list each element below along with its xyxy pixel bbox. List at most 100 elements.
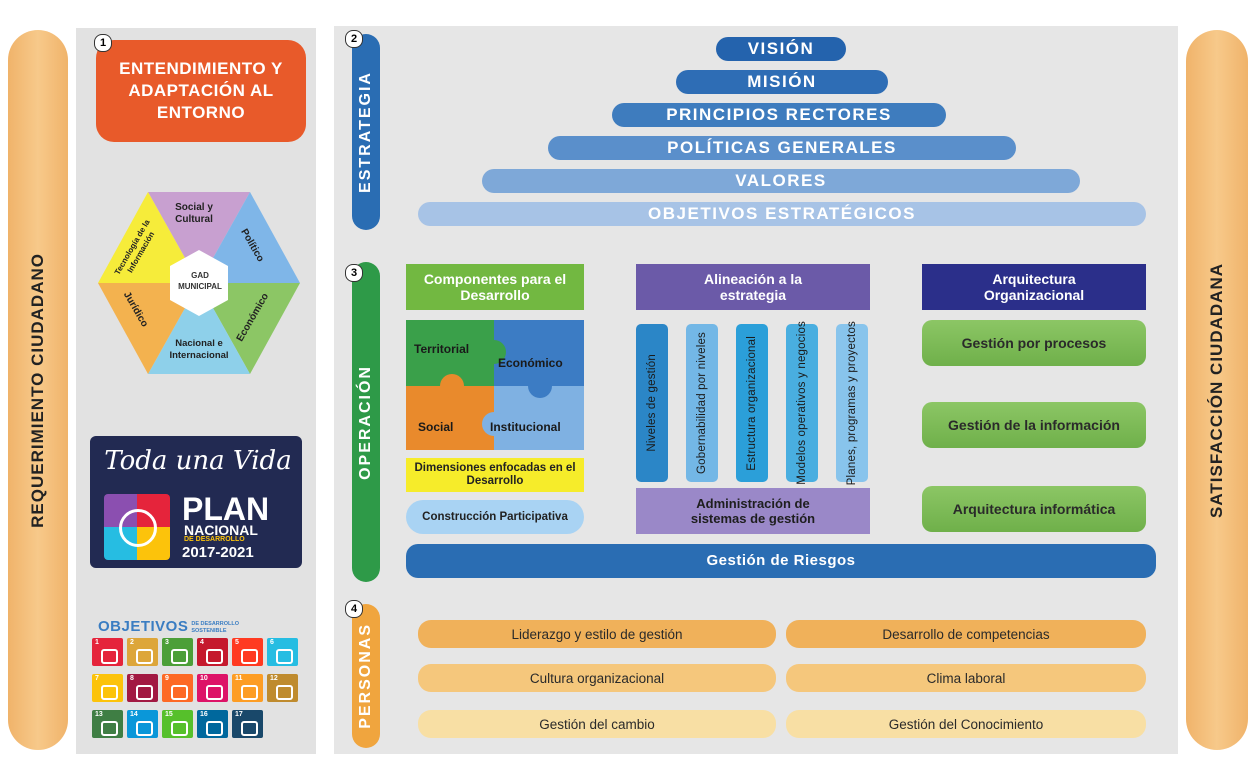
hex-label-social: Social y Cultural xyxy=(175,202,213,225)
ods-tile-7: 7 xyxy=(92,674,123,702)
estrategia-level-valores: VALORES xyxy=(482,169,1080,193)
ods-tile-number: 6 xyxy=(270,639,274,646)
ods-tile-12: 12 xyxy=(267,674,298,702)
estrategia-level-vision: VISIÓN xyxy=(716,37,846,61)
ods-tile-number: 3 xyxy=(165,639,169,646)
section-number-2: 2 xyxy=(345,30,363,48)
alineacion-col-5: Planes, programas y proyectos xyxy=(836,320,868,486)
puzzle-label-territorial: Territorial xyxy=(414,342,470,356)
operacion-bar: OPERACIÓN xyxy=(352,262,380,582)
plan-logo-ring xyxy=(119,509,157,547)
hex-segment-nacional xyxy=(148,283,250,374)
ods-tile-icon xyxy=(241,649,258,664)
ods-tile-8: 8 xyxy=(127,674,158,702)
hex-center-label: GAD MUNICIPAL xyxy=(178,271,222,291)
entorno-box: ENTENDIMIENTO Y ADAPTACIÓN AL ENTORNO xyxy=(96,40,306,142)
entorno-hexagon xyxy=(98,192,300,374)
puzzle-knob-4 xyxy=(482,412,506,436)
personas-competencias: Desarrollo de competencias xyxy=(786,620,1146,648)
ods-tile-number: 1 xyxy=(95,639,99,646)
ods-tile-4: 4 xyxy=(197,638,228,666)
section-number-1: 1 xyxy=(94,34,112,52)
arquitectura-item-informacion: Gestión de la información xyxy=(922,402,1146,448)
estrategia-level-objetivos: OBJETIVOS ESTRATÉGICOS xyxy=(418,202,1146,226)
personas-label: PERSONAS xyxy=(357,623,374,729)
ods-tile-icon xyxy=(136,685,153,700)
alineacion-col-4: Modelos operativos y negocios xyxy=(786,321,818,485)
estrategia-level-mision: MISIÓN xyxy=(676,70,888,94)
alineacion-col-1: Niveles de gestión xyxy=(636,324,668,482)
hex-segment-juridico xyxy=(98,283,199,374)
plan-logo-mosaic xyxy=(104,494,170,560)
ods-subtitle: DE DESARROLLO SOSTENIBLE xyxy=(191,621,240,634)
componentes-title: Componentes para el Desarrollo xyxy=(423,271,567,303)
hex-segment-tecnologia xyxy=(98,192,199,283)
ods-tile-icon xyxy=(241,721,258,736)
ods-tile-number: 9 xyxy=(165,675,169,682)
plan-word: PLAN xyxy=(182,491,270,527)
puzzle-label-economico: Económico xyxy=(498,356,563,370)
ods-tile-5: 5 xyxy=(232,638,263,666)
ods-tile-number: 14 xyxy=(130,711,138,718)
ods-tile-13: 13 xyxy=(92,710,123,738)
ods-tile-icon xyxy=(101,649,118,664)
ods-tile-icon xyxy=(101,685,118,700)
alineacion-col-2: Gobernabilidad por niveles xyxy=(686,324,718,482)
plan-slogan: Toda una Vida xyxy=(104,446,292,476)
ods-tile-number: 2 xyxy=(130,639,134,646)
puzzle-label-institucional: Institucional xyxy=(490,420,561,434)
ods-tile-3: 3 xyxy=(162,638,193,666)
hex-label-nacional: Nacional e Internacional xyxy=(169,338,229,361)
alineacion-col-2-label: Gobernabilidad por niveles xyxy=(696,331,708,474)
alineacion-col-5-label: Planes, programas y proyectos xyxy=(846,320,858,486)
ods-tile-icon xyxy=(171,721,188,736)
hex-segment-social xyxy=(148,192,250,283)
section-number-4: 4 xyxy=(345,600,363,618)
alineacion-title: Alineación a la estrategia xyxy=(703,271,803,303)
personas-cambio: Gestión del cambio xyxy=(418,710,776,738)
puzzle-knob-2 xyxy=(528,374,552,398)
ods-tile-icon xyxy=(206,721,223,736)
personas-liderazgo: Liderazgo y estilo de gestión xyxy=(418,620,776,648)
section-number-3: 3 xyxy=(345,264,363,282)
ods-tile-9: 9 xyxy=(162,674,193,702)
ods-tile-icon xyxy=(136,721,153,736)
ods-tile-number: 11 xyxy=(235,675,243,682)
ods-tile-number: 15 xyxy=(165,711,173,718)
estrategia-level-principios: PRINCIPIOS RECTORES xyxy=(612,103,946,127)
alineacion-col-3: Estructura organizacional xyxy=(736,324,768,482)
ods-tile-16: 16 xyxy=(197,710,228,738)
ods-tile-number: 17 xyxy=(235,711,243,718)
ods-tile-number: 13 xyxy=(95,711,103,718)
ods-tile-icon xyxy=(276,649,293,664)
estrategia-bar: ESTRATEGIA xyxy=(352,34,380,230)
ods-tile-number: 12 xyxy=(270,675,278,682)
ods-tile-15: 15 xyxy=(162,710,193,738)
ods-tile-6: 6 xyxy=(267,638,298,666)
componentes-header: Componentes para el Desarrollo xyxy=(406,264,584,310)
personas-clima: Clima laboral xyxy=(786,664,1146,692)
ods-tile-number: 5 xyxy=(235,639,239,646)
ods-tile-1: 1 xyxy=(92,638,123,666)
ods-tile-14: 14 xyxy=(127,710,158,738)
ods-title-row: OBJETIVOS DE DESARROLLO SOSTENIBLE xyxy=(98,618,298,635)
dimensiones-box: Dimensiones enfocadas en el Desarrollo xyxy=(406,458,584,492)
arquitectura-item-procesos: Gestión por procesos xyxy=(922,320,1146,366)
personas-bar: PERSONAS xyxy=(352,604,380,748)
ods-tile-icon xyxy=(276,685,293,700)
estrategia-level-politicas: POLÍTICAS GENERALES xyxy=(548,136,1016,160)
hex-segment-politico xyxy=(199,192,300,283)
alineacion-col-3-label: Estructura organizacional xyxy=(746,335,758,471)
ods-tile-10: 10 xyxy=(197,674,228,702)
requerimiento-ciudadano-bar: REQUERIMIENTO CIUDADANO xyxy=(8,30,68,750)
requerimiento-ciudadano-label: REQUERIMIENTO CIUDADANO xyxy=(28,252,47,528)
plan-nacional-word: NACIONAL xyxy=(184,522,258,538)
estrategia-label: ESTRATEGIA xyxy=(357,71,374,193)
construccion-label: Construcción Participativa xyxy=(422,510,568,523)
ods-tile-2: 2 xyxy=(127,638,158,666)
admin-sistemas-label: Administración de sistemas de gestión xyxy=(690,496,816,526)
ods-tile-number: 16 xyxy=(200,711,208,718)
arquitectura-header: Arquitectura Organizacional xyxy=(922,264,1146,310)
ods-tile-icon xyxy=(101,721,118,736)
ods-tile-icon xyxy=(171,685,188,700)
